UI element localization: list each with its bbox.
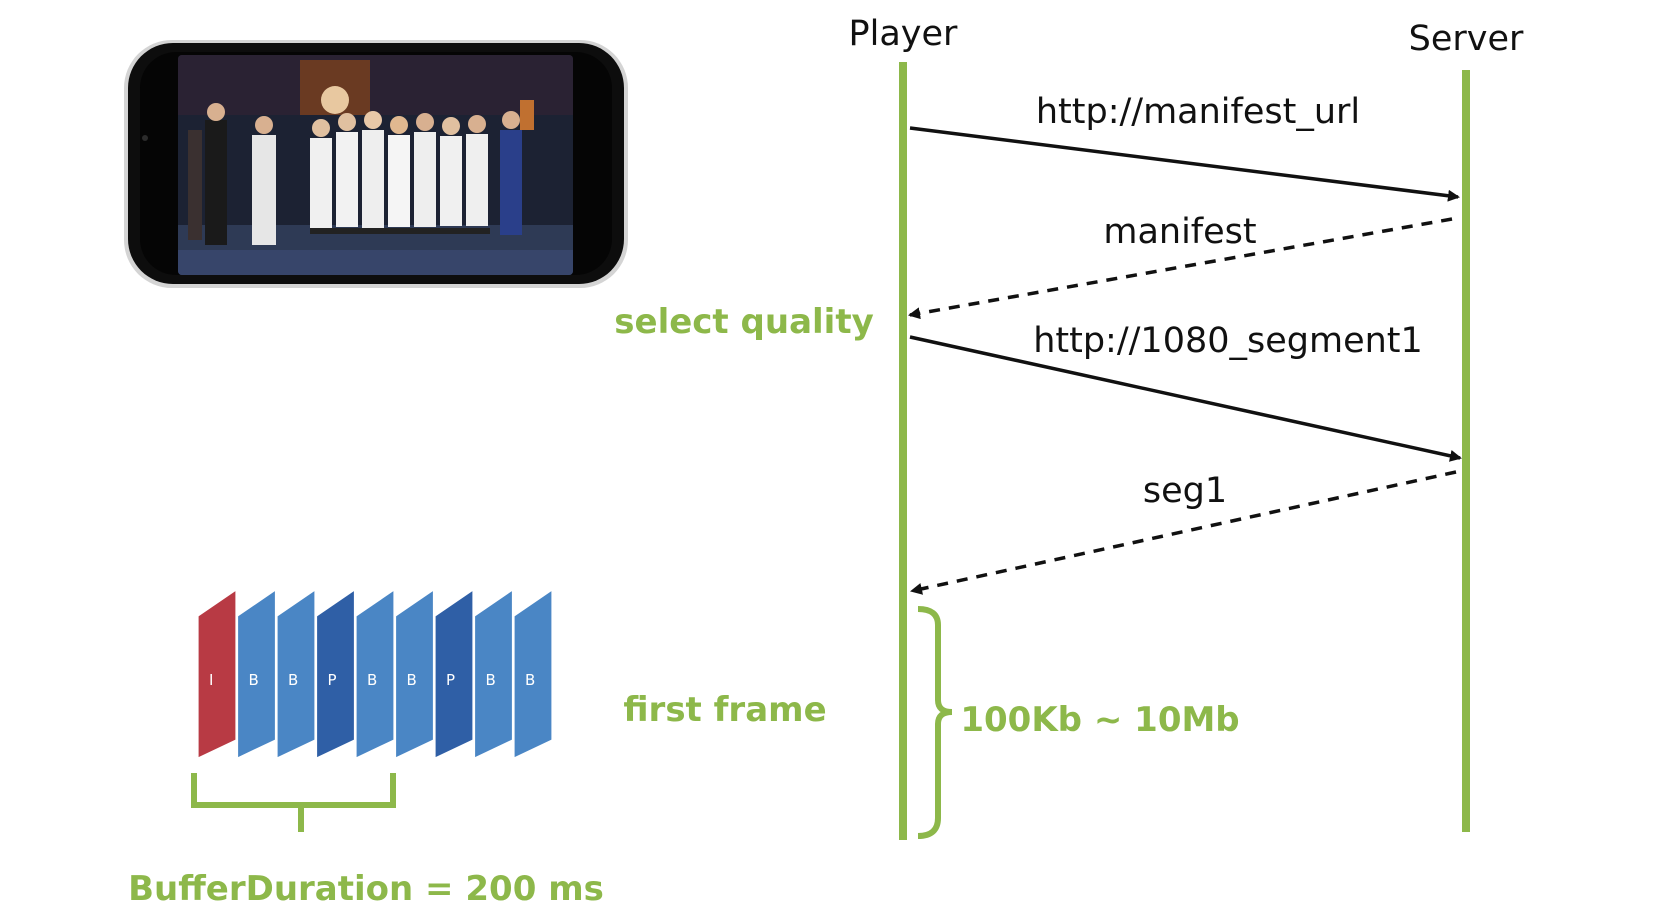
frame-label: B [367, 671, 377, 689]
message-label: http://manifest_url [1036, 92, 1360, 132]
request-arrow [909, 126, 1460, 202]
frame-b-5 [355, 588, 395, 759]
frame-b-9 [513, 588, 553, 759]
phone-image [124, 40, 628, 288]
frame-label: B [525, 671, 535, 689]
frame-b-8 [473, 588, 514, 759]
message-label: seg1 [1143, 471, 1227, 511]
frame-i-1 [197, 588, 237, 759]
frame-b-6 [394, 588, 435, 759]
buffer-duration-brace [191, 773, 396, 832]
first-frame-note: first frame [623, 690, 826, 730]
message-label: http://1080_segment1 [1033, 321, 1423, 361]
frame-label: B [249, 671, 259, 689]
select-quality-note: select quality [614, 302, 873, 342]
response-arrow [910, 470, 1457, 595]
frame-b-3 [276, 588, 316, 759]
message-manifest-response: manifest [908, 212, 1453, 320]
message-label: manifest [1103, 212, 1256, 252]
request-arrow [909, 335, 1462, 462]
server-label: Server [1409, 19, 1524, 59]
message-segment-request: http://1080_segment1 [909, 321, 1462, 462]
frame-label: I [209, 671, 213, 689]
phone-camera [142, 135, 148, 141]
frame-label: B [407, 671, 417, 689]
frame-label: P [446, 671, 455, 689]
message-segment-response: seg1 [910, 470, 1457, 595]
frame-label: B [288, 671, 298, 689]
frame-label: P [328, 671, 337, 689]
message-manifest-request: http://manifest_url [909, 92, 1460, 202]
frame-p-7 [434, 588, 474, 759]
segment-size-brace [917, 606, 953, 839]
buffer-duration-note: BufferDuration = 200 ms [128, 869, 604, 906]
segment-size-note: 100Kb ~ 10Mb [960, 700, 1239, 740]
frame-label: B [486, 671, 496, 689]
frame-p-4 [315, 588, 356, 759]
video-screen [178, 55, 573, 275]
frame-b-2 [236, 588, 277, 759]
player-label: Player [849, 14, 959, 54]
